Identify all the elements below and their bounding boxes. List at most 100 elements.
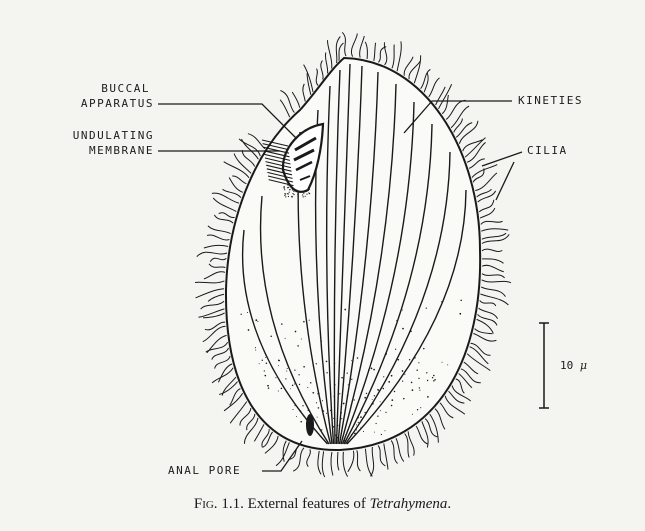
granule bbox=[275, 377, 276, 378]
cilium bbox=[456, 123, 472, 138]
granule bbox=[288, 196, 289, 197]
cilium bbox=[461, 369, 481, 383]
granule bbox=[292, 385, 293, 386]
cilium bbox=[230, 402, 247, 424]
cilium bbox=[337, 452, 338, 470]
cilium bbox=[481, 221, 503, 224]
cilium bbox=[212, 348, 229, 360]
granule bbox=[322, 400, 323, 401]
granule bbox=[299, 384, 300, 385]
cilium bbox=[481, 229, 508, 232]
granule bbox=[459, 313, 461, 315]
leader-buccal bbox=[158, 104, 296, 138]
granule bbox=[257, 321, 258, 322]
scale-bar-value: 10 bbox=[560, 359, 573, 372]
cilium bbox=[365, 42, 367, 59]
granule bbox=[295, 331, 297, 333]
cilium bbox=[248, 134, 265, 149]
cilium bbox=[197, 252, 227, 256]
granule bbox=[418, 378, 419, 379]
granule bbox=[409, 359, 410, 360]
cilium bbox=[196, 289, 225, 298]
cilium bbox=[404, 57, 413, 76]
cilium bbox=[482, 249, 502, 251]
granule bbox=[385, 412, 386, 413]
granule bbox=[298, 374, 299, 375]
cilium bbox=[482, 265, 504, 271]
granule bbox=[403, 398, 405, 400]
granule bbox=[383, 376, 384, 377]
scale-bar-label: 10 μ bbox=[560, 359, 587, 372]
granule bbox=[412, 389, 414, 391]
granule bbox=[305, 196, 306, 197]
cilium bbox=[234, 154, 251, 174]
granule bbox=[380, 401, 381, 402]
anal-pore-label: ANAL PORE bbox=[168, 464, 241, 478]
granule bbox=[278, 360, 280, 362]
granule bbox=[326, 372, 327, 373]
cilium bbox=[203, 326, 226, 341]
granule bbox=[364, 397, 366, 399]
granule bbox=[339, 393, 340, 394]
cilium bbox=[391, 440, 397, 463]
granule bbox=[373, 369, 375, 371]
granule bbox=[285, 196, 286, 197]
leader-cilia-2 bbox=[496, 162, 514, 200]
granule bbox=[303, 321, 305, 323]
leader-cilia-1 bbox=[482, 152, 522, 166]
cilium bbox=[304, 65, 313, 92]
granule bbox=[360, 416, 362, 418]
granule bbox=[371, 368, 373, 370]
cilium bbox=[360, 36, 365, 58]
cilium bbox=[239, 139, 260, 156]
granule bbox=[312, 392, 314, 394]
cilium bbox=[280, 100, 290, 118]
caption-number: 1.1. bbox=[221, 496, 244, 512]
granule bbox=[317, 417, 318, 418]
granule bbox=[248, 329, 250, 331]
granule bbox=[289, 192, 290, 193]
buccal-label-line-1: BUCCAL bbox=[44, 82, 154, 96]
buccal-label-line-2: APPARATUS bbox=[44, 97, 154, 111]
cilium bbox=[195, 281, 224, 283]
granule bbox=[287, 193, 288, 194]
cilium bbox=[213, 198, 236, 212]
cilia-label: CILIA bbox=[527, 144, 568, 158]
cilium bbox=[208, 294, 224, 301]
granule bbox=[426, 307, 427, 308]
granule bbox=[402, 380, 403, 381]
cilium bbox=[405, 434, 410, 458]
granule bbox=[351, 379, 352, 380]
kineties-label: KINETIES bbox=[518, 94, 583, 108]
cilium bbox=[470, 347, 489, 364]
granule bbox=[270, 335, 272, 337]
granule bbox=[326, 413, 327, 414]
cilium bbox=[254, 424, 264, 441]
cilium bbox=[371, 447, 374, 476]
granule bbox=[294, 383, 295, 384]
granule bbox=[303, 196, 304, 197]
granule bbox=[347, 372, 348, 373]
granule bbox=[411, 382, 413, 384]
cilium bbox=[449, 391, 465, 403]
cilium bbox=[199, 309, 225, 317]
granule bbox=[351, 360, 352, 361]
undulating-membrane-label: UNDULATING MEMBRANE bbox=[44, 129, 154, 158]
cilium bbox=[219, 213, 235, 218]
cilium bbox=[429, 78, 440, 97]
granule bbox=[427, 380, 428, 381]
scale-bar bbox=[539, 323, 549, 408]
cilium bbox=[421, 69, 431, 88]
granule bbox=[293, 194, 294, 195]
granule bbox=[419, 387, 420, 388]
cilium bbox=[482, 274, 505, 278]
granule bbox=[302, 194, 303, 195]
cilium bbox=[357, 450, 361, 471]
cilium bbox=[212, 193, 239, 203]
undulating-label-line-2: MEMBRANE bbox=[44, 144, 154, 158]
granule bbox=[412, 414, 413, 415]
granule bbox=[284, 195, 285, 196]
granule bbox=[354, 399, 355, 400]
granule bbox=[301, 339, 302, 340]
granule bbox=[255, 347, 256, 348]
